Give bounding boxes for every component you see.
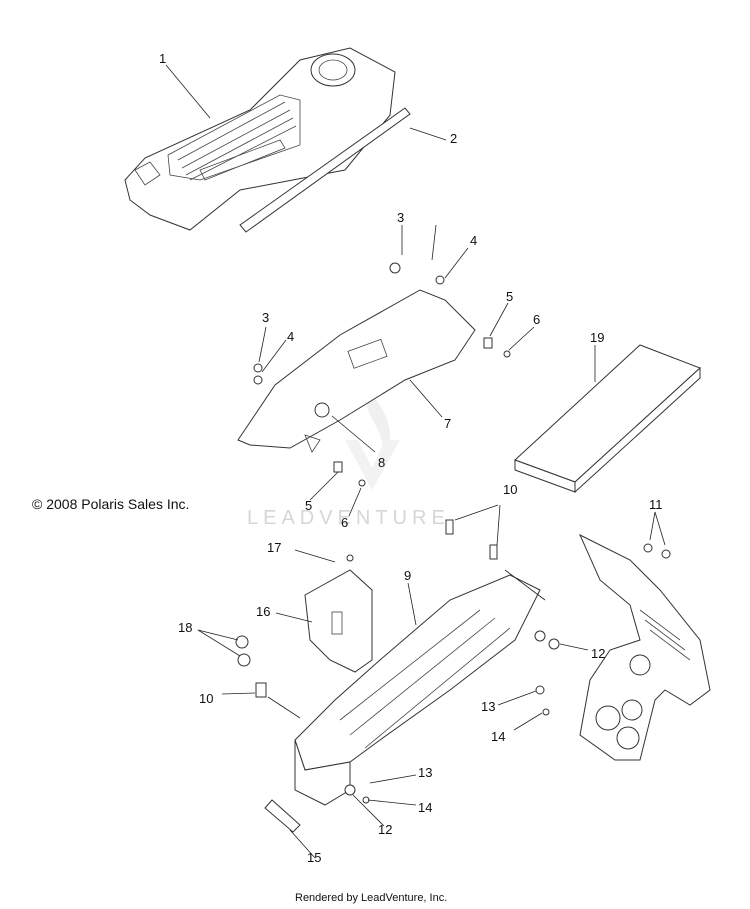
callout-12-lower: 12 [378,822,392,837]
callout-14-right: 14 [491,729,505,744]
upper-plate-part [237,289,476,453]
callout-6-upper: 6 [533,312,540,327]
leader-lines [165,64,666,859]
callout-10-lower: 10 [199,691,213,706]
callout-4-upper: 4 [470,233,477,248]
hardware-parts [235,262,671,804]
callout-3-lower: 3 [262,310,269,325]
bracket-part [304,569,373,673]
callout-2: 2 [450,131,457,146]
callout-labels: 1 2 3 4 3 4 5 6 7 8 5 6 19 10 11 17 9 16… [159,51,663,865]
callout-10-upper: 10 [503,482,517,497]
callout-1: 1 [159,51,166,66]
callout-13-right: 13 [481,699,495,714]
callout-8: 8 [378,455,385,470]
callout-5-lower: 5 [305,498,312,513]
watermark-logo [345,395,400,490]
clip-part [264,799,301,833]
callout-9: 9 [404,568,411,583]
callout-14-lower: 14 [418,800,432,815]
callout-16: 16 [256,604,270,619]
footer-text: Rendered by LeadVenture, Inc. [295,892,447,904]
callout-13-lower: 13 [418,765,432,780]
callout-19: 19 [590,330,604,345]
callout-15: 15 [307,850,321,865]
side-panel-part [578,533,711,761]
callout-17: 17 [267,540,281,555]
pad-part [514,344,701,494]
lower-plate-part [294,574,541,806]
copyright-text: © 2008 Polaris Sales Inc. [32,496,189,512]
callout-3-upper: 3 [397,210,404,225]
callout-6-lower: 6 [341,515,348,530]
callout-11: 11 [649,497,663,512]
hood-part [124,47,396,231]
callout-18: 18 [178,620,192,635]
watermark-text: LEADVENTURE [247,507,450,529]
callout-7: 7 [444,416,451,431]
callout-5-upper: 5 [506,289,513,304]
strip-part [239,107,411,233]
callout-12-right: 12 [591,646,605,661]
callout-4-lower: 4 [287,329,294,344]
